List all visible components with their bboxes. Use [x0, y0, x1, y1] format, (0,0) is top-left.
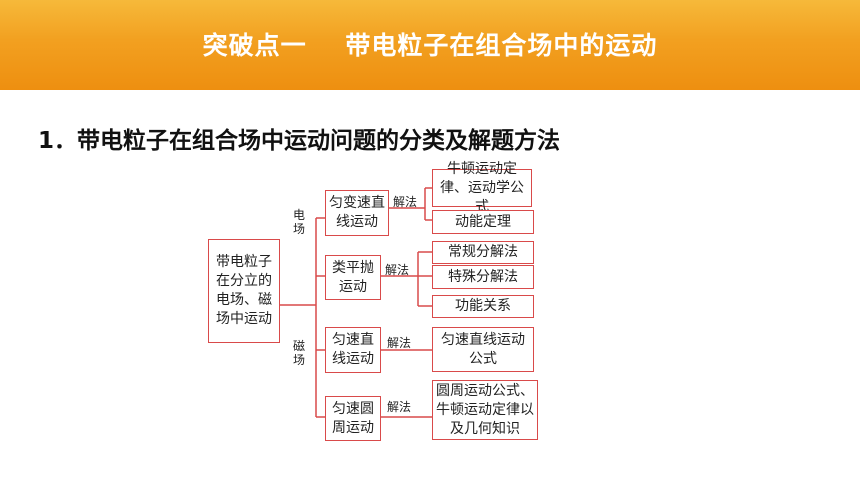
method-label-2: 解法: [385, 263, 410, 277]
method-label-4: 解法: [387, 400, 412, 414]
title-banner: 突破点一 带电粒子在组合场中的运动: [0, 0, 860, 90]
motion-box-uniform-accel: 匀变速直线运动: [325, 190, 389, 236]
method-box-linear-formula: 匀速直线运动公式: [432, 327, 534, 372]
branch-label-magnetic: 磁场: [292, 339, 305, 367]
slide-title: 突破点一 带电粒子在组合场中的运动: [202, 31, 658, 60]
method-box-kinetic-energy: 动能定理: [432, 210, 534, 234]
motion-box-projectile: 类平抛运动: [325, 255, 381, 300]
motion-box-circular: 匀速圆周运动: [325, 396, 381, 441]
method-box-standard-decomposition: 常规分解法: [432, 241, 534, 264]
method-box-special-decomposition: 特殊分解法: [432, 265, 534, 289]
method-label-1: 解法: [393, 195, 418, 209]
section-heading: 1．带电粒子在组合场中运动问题的分类及解题方法: [38, 128, 561, 154]
method-label-3: 解法: [387, 336, 412, 350]
branch-label-electric: 电场: [292, 208, 305, 236]
method-box-circular-formula: 圆周运动公式、牛顿运动定律以及几何知识: [432, 380, 538, 440]
motion-box-uniform-linear: 匀速直线运动: [325, 327, 381, 373]
method-box-newton-kinematics: 牛顿运动定律、运动学公式: [432, 161, 532, 215]
method-box-work-energy: 功能关系: [432, 295, 534, 318]
root-box: 带电粒子在分立的电场、磁场中运动: [208, 239, 280, 343]
